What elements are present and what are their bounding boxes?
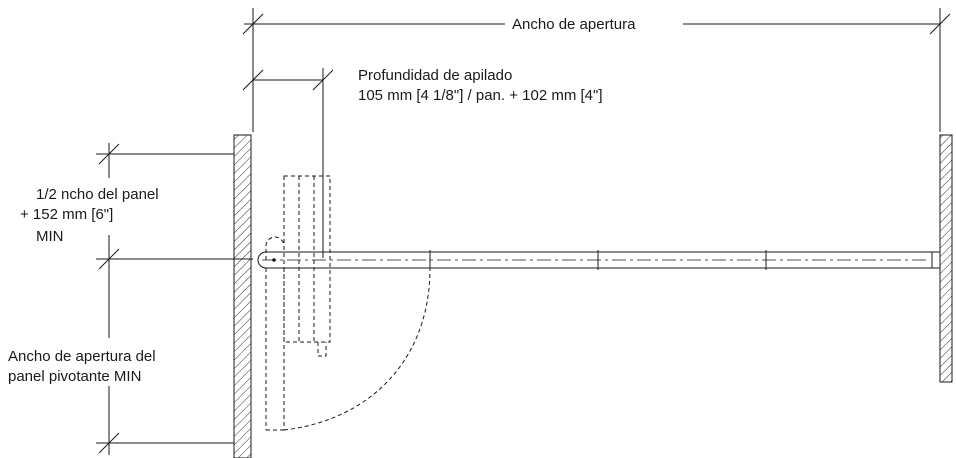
half-panel-line1: 1/2 ncho del panel (36, 186, 159, 203)
opening-width-label: Ancho de apertura (512, 16, 636, 33)
closed-panel-track (257, 250, 941, 270)
stacked-panels (283, 175, 331, 357)
half-panel-dimension (96, 143, 253, 455)
right-wall (939, 134, 953, 383)
pivot-panel (265, 236, 431, 431)
pivot-width-line2: panel pivotante MIN (8, 368, 141, 385)
stack-depth-dimension (242, 68, 334, 258)
half-panel-line2: + 152 mm [6"] (20, 206, 113, 223)
stack-depth-value: 105 mm [4 1/8"] / pan. + 102 mm [4"] (358, 87, 603, 104)
stack-depth-title: Profundidad de apilado (358, 67, 512, 84)
left-wall (233, 134, 252, 458)
pivot-width-line1: Ancho de apertura del (8, 348, 156, 365)
opening-width-dimension (242, 8, 951, 132)
half-panel-line3: MIN (36, 228, 64, 245)
